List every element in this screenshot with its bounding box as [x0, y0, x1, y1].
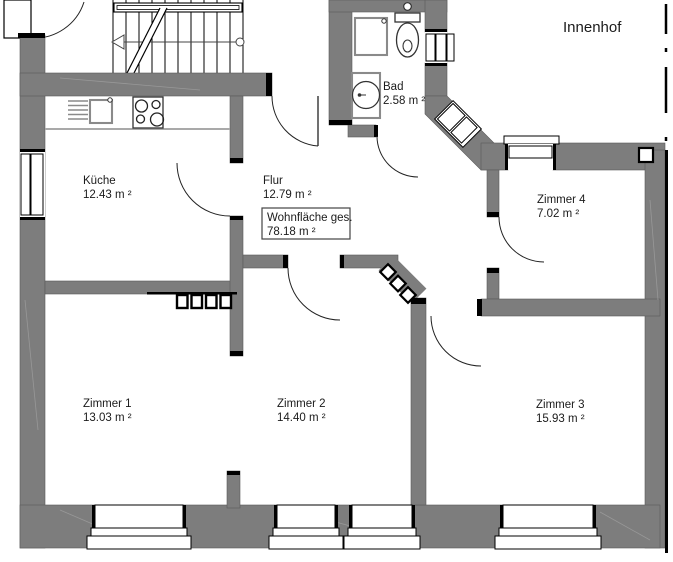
- window-bottom-4: [494, 504, 602, 550]
- courtyard-boundary: [664, 4, 668, 553]
- room-label-zimmer1: Zimmer 1: [83, 398, 132, 410]
- total-area-box: Wohnfläche ges. 78.18 m ²: [261, 207, 352, 240]
- stair-start-marker: [235, 37, 245, 47]
- room-label-kueche: Küche: [83, 175, 116, 187]
- radiator-diagonal: [378, 262, 418, 305]
- room-area-kueche: 12.43 m ²: [83, 189, 132, 201]
- door-swing-arc: [271, 95, 319, 147]
- door-leaf: [3, 0, 32, 39]
- windows-layer: [20, 32, 655, 550]
- labels-layer: Innenhof Küche 12.43 m ² Flur 12.79 m ² …: [83, 19, 622, 425]
- room-label-zimmer4: Zimmer 4: [537, 194, 586, 206]
- total-area-value: 78.18 m ²: [267, 226, 316, 238]
- room-label-zimmer2: Zimmer 2: [277, 398, 326, 410]
- divider-zimmer1-flur: [229, 215, 244, 357]
- total-area-label: Wohnfläche ges.: [267, 212, 352, 224]
- wall-top: [19, 72, 273, 97]
- radiator-zimmer1: [175, 293, 233, 310]
- drainboard-icon: [68, 100, 88, 120]
- room-area-zimmer1: 13.03 m ²: [83, 412, 132, 424]
- window-zimmer4-top: [503, 135, 560, 170]
- room-area-zimmer3: 15.93 m ²: [536, 413, 585, 425]
- bath-faucet-icon: [381, 18, 387, 24]
- divider-flur-zimmer2: [242, 254, 289, 269]
- door-zimmer2-arc: [287, 267, 341, 321]
- zimmer3-wall-top: [480, 298, 661, 317]
- bath-wall-right-lower: [424, 62, 448, 97]
- room-area-zimmer2: 14.40 m ²: [277, 412, 326, 424]
- outer-wall-right: [644, 149, 666, 549]
- kitchen-fixtures: [45, 96, 230, 130]
- wall-shaft: [637, 146, 655, 164]
- wall-edge-accents: [18, 29, 596, 531]
- faucet-icon: [107, 97, 113, 103]
- washing-machine-icon: [350, 71, 382, 120]
- window-bottom-1: [86, 504, 192, 550]
- stove-icon: [132, 96, 165, 129]
- window-bottom-2: [268, 504, 344, 550]
- stair-arrow-icon: [111, 34, 125, 50]
- apartment-entrance-door: [271, 95, 319, 147]
- staircase: [111, 0, 245, 77]
- zimmer4-wall-top-left: [480, 142, 509, 171]
- room-area-flur: 12.79 m ²: [263, 189, 312, 201]
- divider-zimmer2-zimmer3: [410, 297, 427, 506]
- room-area-bad: 2.58 m ²: [383, 95, 425, 107]
- door-bad-arc: [376, 135, 419, 178]
- divider-zimmer1-zimmer2-stub: [226, 470, 241, 509]
- window-diagonal: [433, 99, 483, 149]
- room-label-flur: Flur: [263, 175, 283, 187]
- door-zimmer3-arc: [430, 315, 482, 367]
- courtyard-label: Innenhof: [563, 19, 622, 36]
- bathroom-fixtures: [350, 2, 421, 120]
- room-label-zimmer3: Zimmer 3: [536, 399, 585, 411]
- window-bad-right: [425, 32, 455, 63]
- kitchen-sink-icon: [88, 98, 114, 125]
- room-label-bad: Bad: [383, 81, 403, 93]
- room-area-zimmer4: 7.02 m ²: [537, 208, 579, 220]
- outer-wall-left: [19, 34, 46, 549]
- window-bottom-3: [343, 504, 421, 550]
- window-left-wall: [20, 152, 45, 217]
- stair-break-gap: [126, 6, 167, 77]
- zimmer4-wall-left-upper: [486, 169, 500, 218]
- bath-wall-right-upper: [424, 0, 448, 33]
- stair-railing: [113, 2, 243, 13]
- kueche-wall-stub-upper: [229, 95, 244, 164]
- door-zimmer4-arc: [498, 216, 545, 263]
- doors-layer: [176, 95, 545, 367]
- bath-wall-left: [328, 0, 353, 126]
- bath-sink-icon: [353, 16, 389, 57]
- door-kueche-arc: [176, 162, 231, 217]
- toilet-icon: [394, 2, 421, 58]
- bath-wall-bottom-stub: [347, 124, 377, 138]
